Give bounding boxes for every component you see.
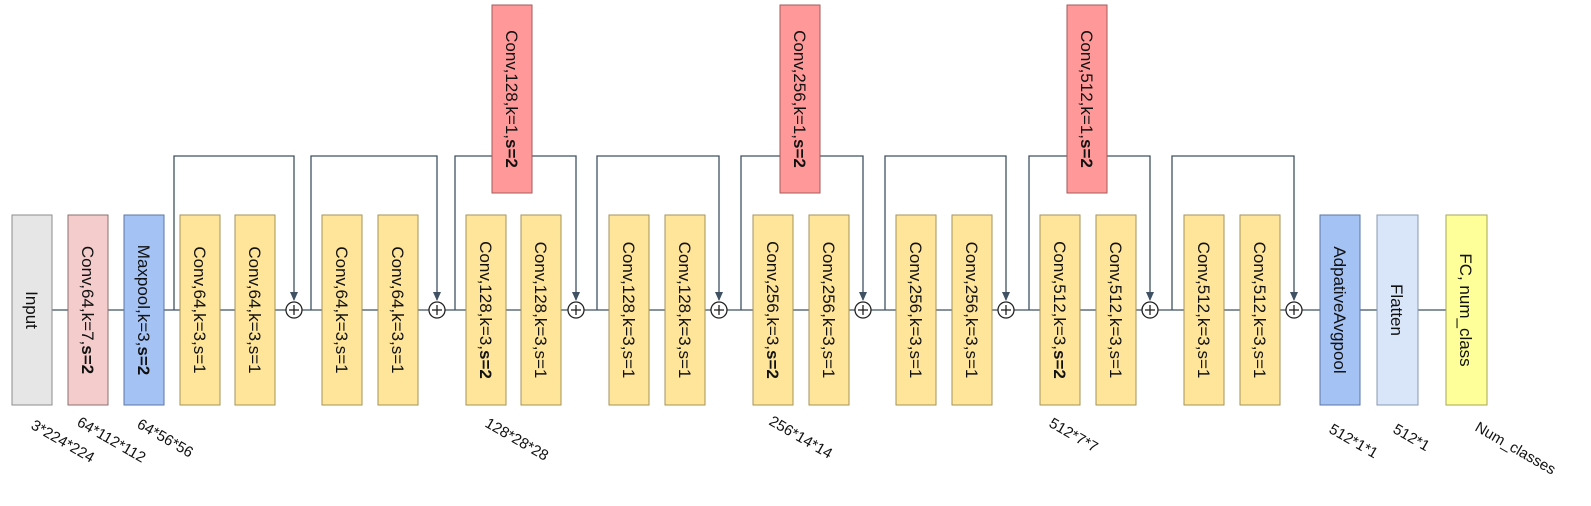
input-block: Input <box>11 214 53 406</box>
fc-block: FC, num_class <box>1445 214 1488 406</box>
layer4-conv-c-label: Conv,512,k=3,s=1 <box>1195 242 1214 379</box>
maxpool-block-rect <box>123 214 165 406</box>
layer3-conv-b-rect <box>808 214 850 406</box>
dim-label-layer3: 256*14*14 <box>766 413 835 463</box>
layer2-conv-d-rect <box>664 214 706 406</box>
layer2-conv-d-label: Conv,128,k=3,s=1 <box>676 242 695 379</box>
skip-connection-4 <box>596 155 723 310</box>
add-node-3 <box>567 301 585 319</box>
layer1-conv-d-label: Conv,64,k=3,s=1 <box>389 246 408 373</box>
fc-block-rect <box>1445 214 1488 406</box>
layer2-conv-a-rect <box>465 214 507 406</box>
layer4-conv-d-label: Conv,512,k=3,s=1 <box>1251 242 1270 379</box>
layer3-conv-d-label: Conv,256,k=3,s=1 <box>963 242 982 379</box>
maxpool-block: Maxpool,k=3,s=2 <box>123 214 165 406</box>
layer4-conv-c-rect <box>1183 214 1225 406</box>
layer1-conv-c-label: Conv,64,k=3,s=1 <box>333 246 352 373</box>
layer1-conv-a: Conv,64,k=3,s=1 <box>179 214 221 406</box>
layer4-conv-b: Conv,512,k=3,s=1 <box>1095 214 1137 406</box>
dim-label-layer4: 512*7*7 <box>1046 415 1101 456</box>
layer3-conv-c-label: Conv,256,k=3,s=1 <box>907 242 926 379</box>
layer1-conv-b: Conv,64,k=3,s=1 <box>234 214 276 406</box>
add-node-7 <box>1141 301 1159 319</box>
downsample-256-block: Conv,256,k=1,s=2 <box>779 4 821 194</box>
layer4-conv-a: Conv,512,k=3,s=2 <box>1039 214 1081 406</box>
downsample-512-block-rect <box>1066 4 1108 194</box>
layer4-conv-d-rect <box>1239 214 1281 406</box>
layer2-conv-a-label: Conv,128,k=3,s=2 <box>477 241 496 379</box>
flatten-block: Flatten <box>1376 214 1419 406</box>
conv1-block-label: Conv,64,k=7,s=2 <box>79 246 98 374</box>
main-blocks: Input Conv,64,k=7,s=2 Maxpool,k=3,s=2 Co… <box>11 214 1488 406</box>
layer1-conv-a-rect <box>179 214 221 406</box>
layer3-conv-a-rect <box>752 214 794 406</box>
layer3-conv-a: Conv,256,k=3,s=2 <box>752 214 794 406</box>
maxpool-block-label: Maxpool,k=3,s=2 <box>135 245 154 375</box>
add-node-1 <box>285 301 303 319</box>
skip-connection-2 <box>310 155 441 310</box>
layer3-conv-b: Conv,256,k=3,s=1 <box>808 214 850 406</box>
layer1-conv-d: Conv,64,k=3,s=1 <box>377 214 419 406</box>
layer2-conv-c: Conv,128,k=3,s=1 <box>608 214 650 406</box>
layer3-conv-c-rect <box>895 214 937 406</box>
add-node-5 <box>854 301 872 319</box>
layer3-conv-d-rect <box>951 214 993 406</box>
add-node-4 <box>710 301 728 319</box>
layer3-conv-c: Conv,256,k=3,s=1 <box>895 214 937 406</box>
layer2-conv-b: Conv,128,k=3,s=1 <box>520 214 562 406</box>
conv1-block-rect <box>67 214 109 406</box>
layer4-conv-b-label: Conv,512,k=3,s=1 <box>1107 242 1126 379</box>
downsample-128-block-label: Conv,128,k=1,s=2 <box>503 30 522 168</box>
layer1-conv-a-label: Conv,64,k=3,s=1 <box>191 246 210 373</box>
downsample-512-block-label: Conv,512,k=1,s=2 <box>1078 30 1097 168</box>
layer1-conv-b-label: Conv,64,k=3,s=1 <box>246 246 265 373</box>
layer1-conv-c: Conv,64,k=3,s=1 <box>321 214 363 406</box>
dim-label-avgpool: 512*1*1 <box>1326 421 1381 462</box>
fc-block-label: FC, num_class <box>1457 253 1476 366</box>
avgpool-block-rect <box>1319 214 1361 406</box>
layer1-conv-d-rect <box>377 214 419 406</box>
dim-label-layer2: 128*28*28 <box>482 415 551 465</box>
conv1-block: Conv,64,k=7,s=2 <box>67 214 109 406</box>
downsample-256-block-rect <box>779 4 821 194</box>
avgpool-block-label: AdpativeAvgpool <box>1331 246 1350 373</box>
layer2-conv-d: Conv,128,k=3,s=1 <box>664 214 706 406</box>
layer4-conv-a-rect <box>1039 214 1081 406</box>
layer4-conv-c: Conv,512,k=3,s=1 <box>1183 214 1225 406</box>
downsample-128-block: Conv,128,k=1,s=2 <box>491 4 533 194</box>
add-node-6 <box>997 301 1015 319</box>
dim-label-fc: Num_classes <box>1472 419 1558 479</box>
dimension-labels: 3*224*224 64*112*112 64*56*56 128*28*28 … <box>28 413 1558 479</box>
layer4-conv-d: Conv,512,k=3,s=1 <box>1239 214 1281 406</box>
layer2-conv-c-rect <box>608 214 650 406</box>
layer2-conv-b-rect <box>520 214 562 406</box>
skip-connection-1 <box>173 155 298 310</box>
layer4-conv-b-rect <box>1095 214 1137 406</box>
input-block-rect <box>11 214 53 406</box>
flatten-block-label: Flatten <box>1388 284 1407 336</box>
add-node-8 <box>1285 301 1303 319</box>
flatten-block-rect <box>1376 214 1419 406</box>
layer3-conv-b-label: Conv,256,k=3,s=1 <box>820 242 839 379</box>
add-node-2 <box>428 301 446 319</box>
layer4-conv-a-label: Conv,512,k=3,s=2 <box>1051 241 1070 379</box>
skip-connection-8 <box>1171 155 1298 310</box>
downsample-blocks: Conv,128,k=1,s=2 Conv,256,k=1,s=2 Conv,5… <box>491 4 1108 194</box>
layer2-conv-a: Conv,128,k=3,s=2 <box>465 214 507 406</box>
layer1-conv-b-rect <box>234 214 276 406</box>
downsample-128-block-rect <box>491 4 533 194</box>
skip-connection-6 <box>884 155 1010 310</box>
add-nodes <box>285 301 1303 319</box>
layer3-conv-a-label: Conv,256,k=3,s=2 <box>764 241 783 379</box>
layer1-conv-c-rect <box>321 214 363 406</box>
layer2-conv-b-label: Conv,128,k=3,s=1 <box>532 242 551 379</box>
layer2-conv-c-label: Conv,128,k=3,s=1 <box>620 242 639 379</box>
layer3-conv-d: Conv,256,k=3,s=1 <box>951 214 993 406</box>
input-block-label: Input <box>23 291 42 329</box>
avgpool-block: AdpativeAvgpool <box>1319 214 1361 406</box>
downsample-512-block: Conv,512,k=1,s=2 <box>1066 4 1108 194</box>
downsample-256-block-label: Conv,256,k=1,s=2 <box>791 30 810 168</box>
dim-label-flatten: 512*1 <box>1390 421 1432 455</box>
